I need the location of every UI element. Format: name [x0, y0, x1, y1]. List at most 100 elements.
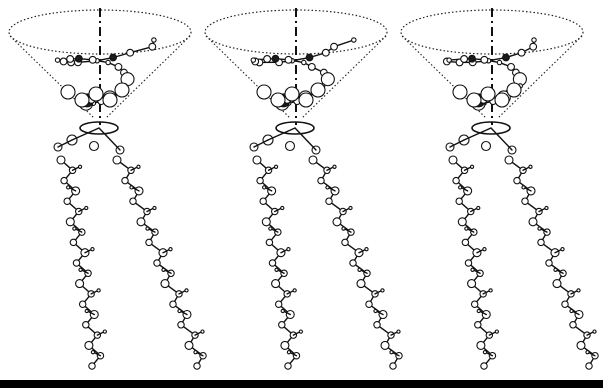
right-tail-hydrogen-bond	[374, 290, 382, 295]
head-group-ring-atom	[88, 86, 104, 102]
right-tail-hydrogen-atom	[389, 350, 394, 355]
molecule-2	[204, 8, 403, 370]
head-group-ring-atom	[298, 92, 314, 108]
right-tail-hydrogen-atom	[193, 350, 198, 355]
head-group-ring-atom	[256, 84, 272, 100]
left-tail-hydrogen-atom	[273, 164, 279, 169]
left-tail-hydrogen-atom	[77, 164, 83, 169]
right-tail-hydrogen-bond	[344, 228, 352, 233]
left-tail-atom	[470, 300, 479, 308]
head-group-atom	[460, 55, 469, 63]
left-tail-atom	[448, 155, 458, 165]
left-tail-hydrogen-atom	[464, 226, 469, 231]
left-tail-atom	[252, 155, 262, 165]
left-tail-atom	[63, 197, 71, 205]
left-tail-atom	[72, 259, 81, 267]
left-tail-hydrogen-atom	[96, 288, 101, 293]
right-tail-atom	[136, 217, 146, 227]
left-tail-atom	[467, 279, 477, 289]
left-tail-atom	[65, 217, 75, 227]
left-tail-atom	[261, 217, 271, 227]
right-tail-hydrogen-bond	[130, 166, 138, 172]
left-tail-atom	[256, 176, 264, 185]
left-tail-hydrogen-atom	[102, 329, 108, 334]
left-tail-atom	[474, 321, 482, 329]
head-group-atom	[105, 59, 111, 66]
linkage-atom	[284, 140, 296, 152]
right-tail-hydrogen-bond	[572, 310, 580, 316]
left-tail-hydrogen-atom	[298, 329, 304, 334]
head-group-atom	[330, 42, 338, 51]
left-tail-hydrogen-atom	[90, 247, 95, 252]
right-tail-hydrogen-atom	[544, 205, 549, 211]
right-tail-hydrogen-atom	[332, 164, 337, 169]
right-tail-hydrogen-atom	[152, 205, 157, 211]
head-group-ring-atom	[466, 92, 482, 108]
right-tail-hydrogen-atom	[177, 308, 182, 314]
right-tail-hydrogen-atom	[380, 288, 385, 293]
head-group-atom	[531, 37, 537, 43]
right-tail-hydrogen-atom	[364, 247, 369, 252]
left-tail-atom	[60, 176, 68, 185]
left-tail-hydrogen-bond	[479, 310, 487, 316]
head-group-ring-atom	[494, 92, 510, 108]
left-tail-atom	[280, 340, 290, 350]
linkage-ring	[79, 121, 119, 135]
right-tail-hydrogen-atom	[592, 329, 597, 334]
right-tail-atom	[521, 197, 529, 205]
right-tail-hydrogen-bond	[358, 248, 366, 254]
right-tail-hydrogen-bond	[328, 187, 336, 192]
left-tail-hydrogen-bond	[289, 352, 298, 357]
head-group-ring-atom	[270, 92, 286, 108]
cone-right-edge	[497, 35, 583, 119]
left-tail-atom	[455, 197, 463, 205]
left-tail-hydrogen-atom	[84, 205, 89, 211]
left-tail-hydrogen-atom	[84, 308, 89, 314]
left-tail-atom	[82, 321, 90, 329]
left-tail-hydrogen-atom	[488, 288, 493, 293]
right-tail-hydrogen-bond	[556, 269, 564, 274]
right-tail-hydrogen-bond	[132, 187, 140, 192]
linkage-ring	[471, 121, 511, 135]
right-tail-atom	[153, 259, 161, 267]
head-group-atom	[320, 72, 335, 87]
molecules-layer	[8, 8, 599, 370]
linkage-bond	[71, 127, 100, 141]
right-tail-hydrogen-atom	[129, 185, 134, 190]
left-tail-hydrogen-bond	[485, 352, 494, 357]
right-tail-hydrogen-bond	[588, 352, 596, 357]
left-tail-hydrogen-atom	[286, 350, 292, 355]
right-tail-hydrogen-bond	[164, 269, 172, 274]
left-tail-atom	[284, 362, 292, 370]
right-tail-atom	[325, 197, 333, 205]
right-tail-atom	[184, 340, 194, 350]
right-tail-atom	[380, 340, 390, 350]
left-tail-hydrogen-atom	[292, 288, 297, 293]
left-tail-atom	[75, 279, 85, 289]
head-group-atom	[74, 54, 83, 63]
left-tail-hydrogen-bond	[460, 187, 469, 192]
right-tail-hydrogen-atom	[348, 205, 353, 211]
right-tail-atom	[145, 238, 153, 247]
left-tail-atom	[457, 217, 467, 227]
head-group-atom	[59, 57, 68, 66]
cone-left-edge	[401, 35, 487, 119]
left-tail-atom	[84, 340, 94, 350]
right-tail-atom	[569, 321, 577, 329]
right-tail-atom	[373, 321, 381, 329]
cone-left-edge	[9, 35, 95, 119]
left-tail-atom	[69, 238, 78, 247]
head-group-atom	[507, 62, 515, 71]
right-tail-atom	[317, 176, 325, 185]
right-tail-atom	[513, 176, 521, 185]
left-tail-hydrogen-bond	[280, 248, 288, 254]
right-tail-hydrogen-bond	[540, 228, 548, 233]
left-tail-hydrogen-atom	[280, 308, 285, 314]
left-tail-hydrogen-bond	[292, 331, 301, 336]
left-tail-hydrogen-bond	[75, 228, 83, 233]
left-tail-hydrogen-atom	[482, 350, 488, 355]
right-tail-atom	[112, 155, 122, 165]
right-tail-hydrogen-atom	[168, 247, 173, 252]
left-tail-hydrogen-bond	[93, 352, 102, 357]
right-tail-atom	[129, 197, 137, 205]
